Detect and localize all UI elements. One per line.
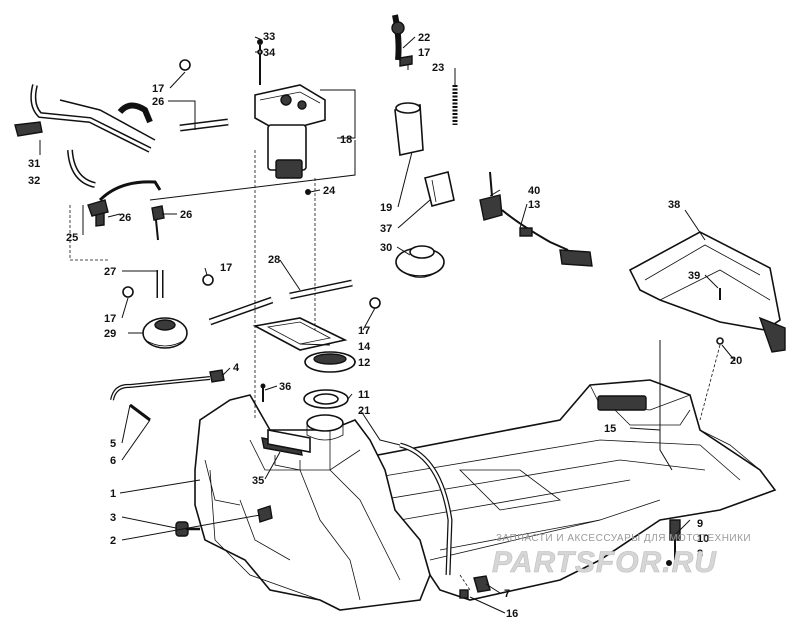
vent-hoses	[14, 84, 156, 188]
electric-pump	[391, 14, 458, 156]
callout-23: 25	[66, 232, 78, 244]
callout-18: 18	[340, 134, 352, 146]
sender-gasket	[252, 317, 348, 351]
callout-8: 8	[697, 548, 703, 560]
callout-30: 31	[28, 158, 40, 170]
callout-19: 19	[380, 202, 392, 214]
callout-35: 36	[279, 381, 291, 393]
callout-21: 23	[432, 62, 444, 74]
fuel-cap	[304, 351, 356, 373]
callout-17: 17	[104, 313, 116, 325]
callout-17: 17	[358, 325, 370, 337]
callout-11: 11	[358, 389, 370, 401]
callout-38: 20	[730, 355, 742, 367]
callout-26: 28	[268, 254, 280, 266]
fuel-pump	[254, 39, 326, 195]
callout-28: 30	[380, 242, 392, 254]
rear-fasteners	[666, 519, 681, 566]
callout-4: 4	[233, 362, 240, 374]
callout-32: 33	[263, 31, 275, 43]
watermark-tagline: ЗАПЧАСТИ И АКСЕССУАРЫ ДЛЯ МОТОТЕХНИКИ	[496, 533, 751, 544]
wiring-harness	[69, 180, 165, 261]
callout-24: 26	[119, 212, 131, 224]
tunnel-hoop	[399, 442, 453, 576]
callout-20: 24	[323, 185, 336, 197]
bolt-and-washer	[175, 505, 273, 537]
fuel-filter	[142, 317, 188, 349]
watermark-logo: PARTSFOR.RU	[492, 546, 717, 579]
callout-2: 2	[110, 535, 116, 547]
relay-harness	[479, 171, 593, 267]
fuel-hoses	[117, 102, 353, 326]
callout-16: 16	[506, 608, 518, 620]
pump-bracket	[424, 171, 455, 207]
fuel-sender	[395, 245, 445, 278]
callout-40: 40	[528, 185, 540, 197]
screw-35	[260, 383, 266, 402]
watermark: ЗАПЧАСТИ И АКСЕССУАРЫ ДЛЯ МОТОТЕХНИКИ PA…	[492, 533, 751, 579]
callout-22: 22	[418, 32, 430, 44]
callout-13: 13	[528, 199, 540, 211]
callout-17: 17	[418, 47, 430, 59]
callout-17: 17	[152, 83, 164, 95]
callout-29: 21	[358, 405, 370, 417]
cap-gasket	[303, 389, 349, 409]
callout-26: 27	[104, 266, 116, 278]
callout-26: 26	[152, 96, 164, 108]
callout-3: 3	[110, 512, 116, 524]
callout-39: 39	[688, 270, 700, 282]
callout-labels: 33 34 17 26 31 32 18 24 26 26 25 27 17 2…	[28, 31, 742, 620]
storage-box	[628, 231, 786, 353]
callout-7: 7	[504, 588, 510, 600]
callout-14: 14	[358, 341, 371, 353]
leader-lines	[39, 36, 736, 614]
callout-1: 1	[110, 488, 116, 500]
callout-9: 9	[697, 518, 703, 530]
callout-31: 32	[28, 175, 40, 187]
callout-6: 6	[110, 455, 116, 467]
callout-34: 35	[252, 475, 264, 487]
callout-33: 34	[263, 47, 276, 59]
callout-25: 26	[180, 209, 192, 221]
callout-12: 12	[358, 357, 370, 369]
callout-15: 15	[604, 423, 616, 435]
callout-27: 29	[104, 328, 116, 340]
callout-5: 5	[110, 438, 116, 450]
primer-lines	[110, 369, 225, 422]
callout-36: 37	[380, 223, 392, 235]
callout-37: 38	[668, 199, 680, 211]
hose-clamps	[122, 55, 413, 309]
callout-17: 17	[220, 262, 232, 274]
callout-10: 10	[697, 533, 709, 545]
tank-bracket	[267, 429, 311, 453]
strap-clip	[459, 575, 491, 599]
